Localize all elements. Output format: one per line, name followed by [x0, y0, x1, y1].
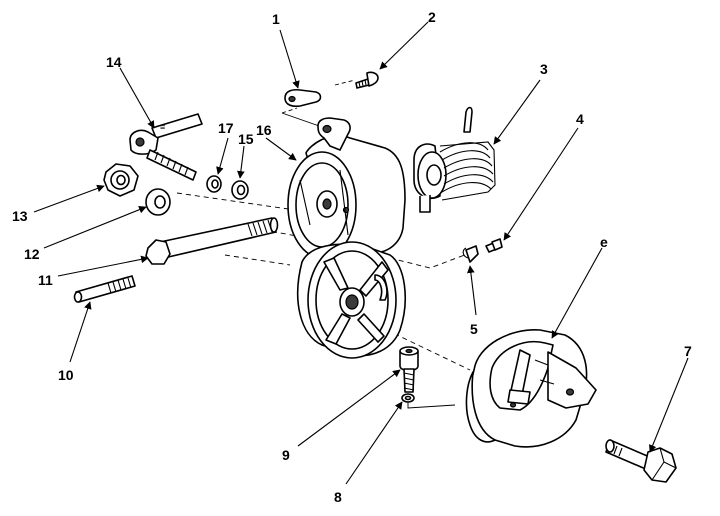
part-2-screw [355, 71, 379, 89]
part-11-shaft-bolt [145, 217, 279, 265]
part-10-stud [73, 275, 136, 303]
callout-3: 3 [540, 61, 548, 77]
callout-1: 1 [272, 11, 280, 27]
callout-11: 11 [38, 272, 53, 288]
callout-12: 12 [24, 246, 40, 262]
callout-9: 9 [282, 447, 290, 463]
part-15-washer [231, 180, 249, 200]
callout-6: e [600, 234, 608, 250]
part-4-small-screw [485, 238, 503, 253]
part-7-hex-bolt [605, 439, 677, 483]
part-16-housing [287, 117, 406, 259]
callout-2: 2 [428, 9, 436, 25]
callout-17: 17 [218, 120, 234, 136]
part-3-torsion-spring [413, 106, 496, 213]
svg-text:≡: ≡ [160, 122, 165, 132]
callout-10: 10 [58, 367, 74, 383]
part-8-lock-washer [401, 393, 415, 403]
part-14-rod-end: ≡ [129, 113, 203, 181]
part-13-hex-nut [103, 163, 139, 197]
callout-7: 7 [684, 343, 692, 359]
callout-15: 15 [238, 131, 254, 147]
part-12-flat-washer [145, 188, 171, 216]
part-5-spring-clip [462, 245, 479, 263]
callout-5: 5 [470, 321, 478, 337]
callout-14: 14 [106, 54, 122, 70]
part-6-disk-bracket [465, 329, 597, 448]
callout-4: 4 [576, 111, 584, 127]
callout-labels: 1 2 3 4 5 e 7 8 9 10 11 12 13 14 15 16 1… [12, 9, 692, 505]
part-17-washer [206, 175, 222, 193]
part-9-cap-screw [399, 346, 419, 393]
callout-8: 8 [334, 489, 342, 505]
callout-16: 16 [256, 122, 272, 138]
leader-lines [33, 21, 689, 485]
spoked-wheel [296, 241, 406, 359]
part-1-clevis-pin [284, 88, 322, 108]
callout-13: 13 [12, 208, 28, 224]
